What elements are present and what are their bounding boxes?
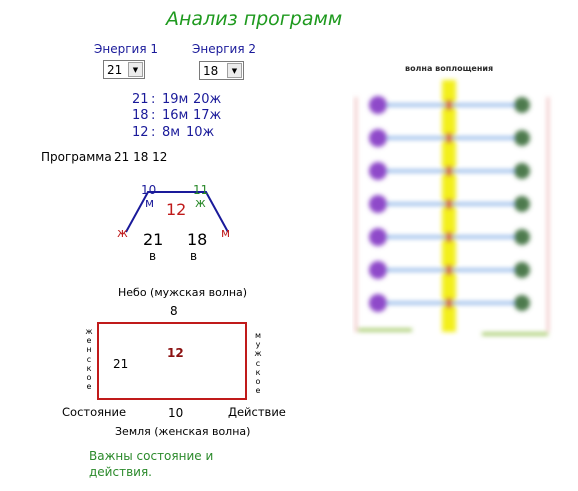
state-label: Состояние	[62, 405, 127, 419]
wave-center-mark	[446, 133, 452, 143]
wave-purple-node	[369, 261, 387, 279]
earth-label: Земля (женская волна)	[115, 425, 251, 438]
wave-green-node	[514, 97, 530, 113]
wave-center-mark	[446, 232, 452, 242]
square-top-value: 8	[170, 304, 178, 318]
wave-center-mark	[446, 166, 452, 176]
combo-zh: 17ж	[193, 108, 222, 123]
trapezoid-bottom-left-sub: в	[149, 249, 157, 263]
wave-purple-node	[369, 228, 387, 246]
wave-center-mark	[446, 199, 452, 209]
combo-sep: :	[151, 108, 156, 123]
sky-label: Небо (мужская волна)	[118, 286, 248, 299]
combo-zh: 20ж	[193, 92, 222, 107]
trapezoid-lines	[125, 191, 229, 233]
wave-green-node	[514, 295, 530, 311]
combo-sep: :	[151, 92, 156, 107]
square-bottom-value: 10	[168, 406, 184, 420]
wave-purple-node	[369, 96, 387, 114]
combo-sep: :	[151, 125, 156, 140]
trapezoid-right-top: 11	[193, 183, 209, 197]
program-label: Программа	[41, 150, 112, 164]
chevron-down-icon[interactable]: ▼	[227, 63, 242, 78]
wave-caption: волна воплощения	[405, 64, 494, 73]
wave-image	[355, 80, 549, 336]
energy1-value: 21	[107, 62, 123, 77]
trapezoid-bottom-left: 21	[143, 230, 164, 249]
wave-purple-node	[369, 294, 387, 312]
square-left-value: 21	[113, 357, 129, 371]
combo-m: 8м	[162, 125, 181, 140]
energy2-select[interactable]: 18 ▼	[199, 61, 244, 80]
trapezoid-right-top-sub: ж	[195, 196, 206, 210]
energy1-select[interactable]: 21 ▼	[103, 60, 145, 79]
combo-num: 12	[132, 125, 149, 140]
square-box	[97, 322, 247, 400]
trapezoid-left-top: 10	[141, 183, 157, 197]
combo-zh: 10ж	[186, 125, 215, 140]
wave-center-mark	[446, 100, 452, 110]
program-value: 21 18 12	[114, 150, 168, 164]
combo-m: 19м	[162, 92, 189, 107]
trapezoid-bottom-right-sub: в	[190, 249, 198, 263]
trapezoid-bottom-right: 18	[187, 230, 208, 249]
chevron-down-icon[interactable]: ▼	[128, 62, 143, 77]
note-text: Важны состояние и действия.	[89, 449, 214, 479]
wave-center-mark	[446, 298, 452, 308]
wave-green-node	[514, 196, 530, 212]
wave-center-mark	[446, 265, 452, 275]
wave-purple-node	[369, 162, 387, 180]
energy2-label: Энергия 2	[192, 42, 256, 56]
energy1-label: Энергия 1	[94, 42, 158, 56]
wave-green-node	[514, 229, 530, 245]
combo-num: 21	[132, 92, 149, 107]
wave-purple-node	[369, 129, 387, 147]
combo-num: 18	[132, 108, 149, 123]
wave-green-node	[514, 130, 530, 146]
trapezoid-left-side: ж	[117, 226, 128, 240]
wave-green-node	[514, 262, 530, 278]
trapezoid-center: 12	[166, 200, 187, 219]
trapezoid-right-side: м	[221, 226, 231, 240]
wave-purple-node	[369, 195, 387, 213]
combo-m: 16м	[162, 108, 189, 123]
action-label: Действие	[228, 405, 286, 419]
square-center-value: 12	[167, 346, 184, 360]
wave-green-node	[514, 163, 530, 179]
trapezoid-left-top-sub: м	[145, 196, 155, 210]
energy2-value: 18	[203, 63, 219, 78]
page-title: Анализ программ	[166, 8, 343, 30]
